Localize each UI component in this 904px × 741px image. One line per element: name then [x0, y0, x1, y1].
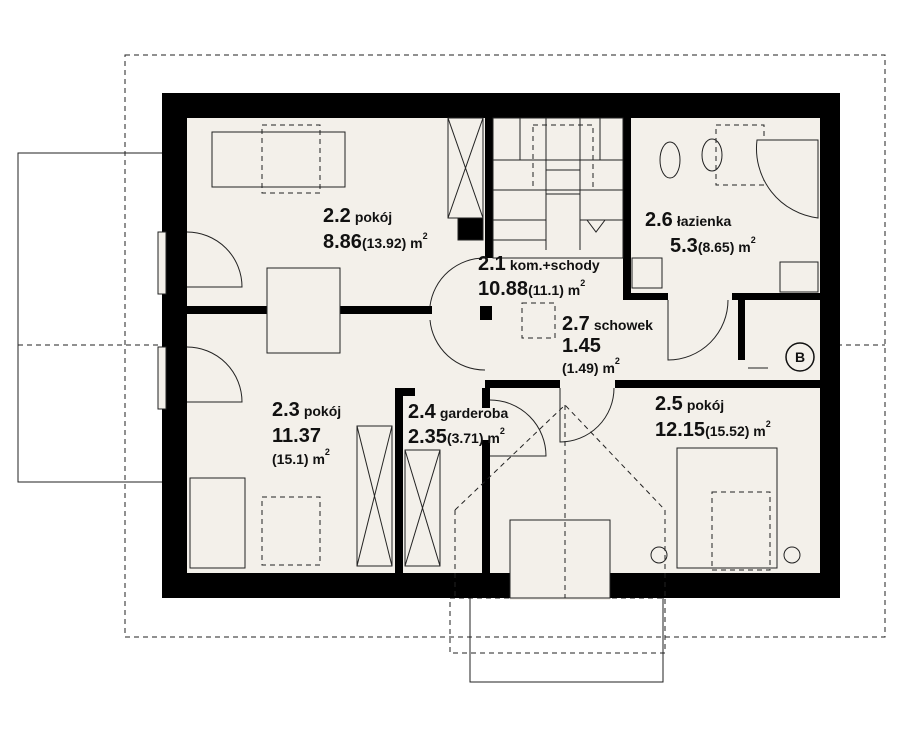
section-marker-b: B [785, 342, 815, 372]
svg-text:10.88(11.1) m2: 10.88(11.1) m2 [478, 278, 585, 300]
svg-text:1.45: 1.45 [562, 335, 601, 357]
svg-text:2.4 garderoba: 2.4 garderoba [408, 401, 508, 423]
staircase [492, 117, 624, 259]
svg-text:(1.49) m2: (1.49) m2 [562, 356, 620, 376]
room-label-2-5: 2.5 pokój 12.15(15.52) m2 [655, 393, 771, 441]
doors[interactable] [186, 231, 729, 457]
svg-text:2.5 pokój: 2.5 pokój [655, 393, 724, 415]
svg-text:(15.1) m2: (15.1) m2 [272, 447, 330, 467]
svg-text:2.2 pokój: 2.2 pokój [323, 205, 392, 227]
room-label-2-6: 2.6 łazienka 5.3(8.65) m2 [645, 209, 756, 257]
svg-text:5.3(8.65) m2: 5.3(8.65) m2 [670, 235, 756, 257]
room-label-2-4: 2.4 garderoba 2.35(3.71) m2 [408, 401, 508, 448]
room-label-2-1: 2.1 kom.+schody 10.88(11.1) m2 [478, 253, 600, 300]
roof-outline [124, 54, 886, 638]
svg-text:2.7 schowek: 2.7 schowek [562, 313, 653, 335]
entrance-opening [510, 570, 610, 600]
wardrobes [356, 117, 484, 567]
svg-text:2.3 pokój: 2.3 pokój [272, 399, 341, 421]
canopy [449, 597, 666, 654]
window [157, 346, 167, 410]
balcony-left [17, 152, 162, 483]
svg-text:8.86(13.92) m2: 8.86(13.92) m2 [323, 231, 428, 253]
room-label-2-7: 2.7 schowek 1.45 (1.49) m2 [562, 313, 653, 376]
room-label-2-3: 2.3 pokój 11.37 (15.1) m2 [272, 399, 341, 467]
furniture [189, 124, 801, 598]
porch [469, 598, 664, 683]
svg-text:2.6 łazienka: 2.6 łazienka [645, 209, 732, 231]
bathroom-fixtures [631, 124, 819, 369]
svg-text:11.37: 11.37 [272, 425, 321, 447]
svg-text:2.35(3.71) m2: 2.35(3.71) m2 [408, 426, 505, 448]
svg-text:2.1 kom.+schody: 2.1 kom.+schody [478, 253, 600, 275]
svg-text:B: B [795, 349, 805, 365]
svg-text:12.15(15.52) m2: 12.15(15.52) m2 [655, 419, 771, 441]
window [157, 231, 167, 295]
entrance-door[interactable] [509, 519, 611, 599]
room-label-2-2: 2.2 pokój 8.86(13.92) m2 [323, 205, 428, 253]
